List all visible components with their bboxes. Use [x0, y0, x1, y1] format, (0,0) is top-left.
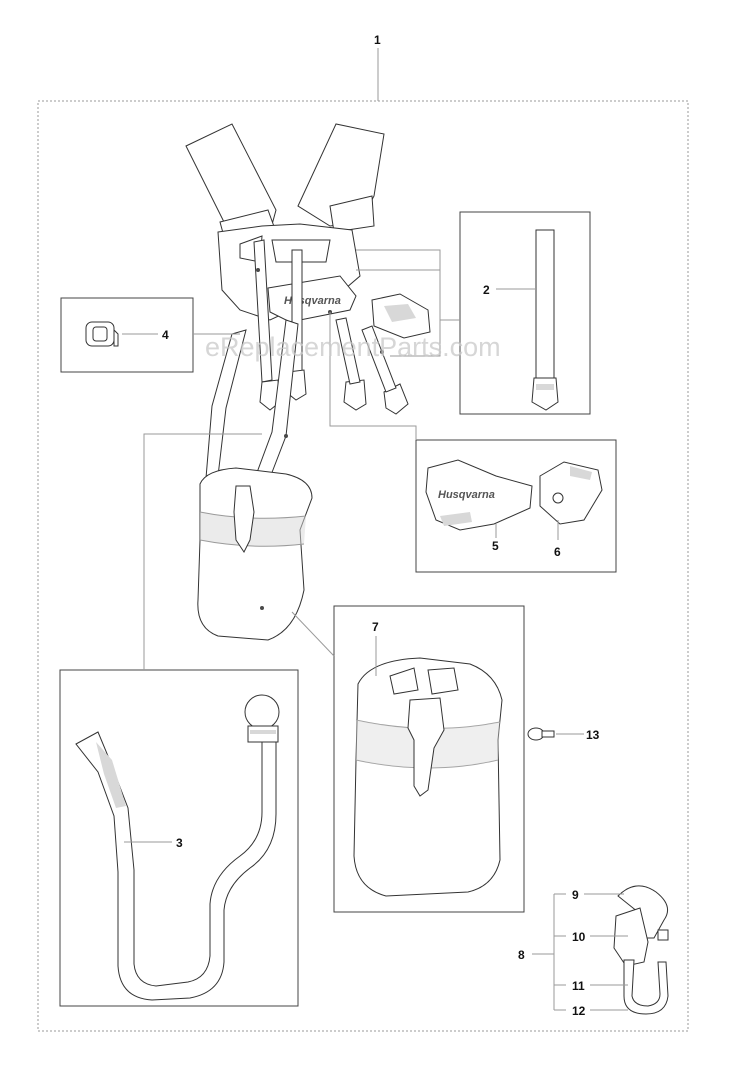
callout-9: 9	[572, 888, 579, 902]
connector-3	[143, 433, 262, 670]
harness-drawing: Husqvarna	[185, 123, 431, 491]
strap-2-drawing	[531, 229, 559, 411]
connector-2c	[390, 320, 441, 357]
pad-6-drawing	[539, 461, 603, 525]
connector-7	[291, 611, 335, 657]
callout-8: 8	[518, 948, 525, 962]
connector-5-6	[329, 312, 417, 440]
callout-7: 7	[372, 620, 379, 634]
callout-13: 13	[586, 728, 600, 742]
callout-11: 11	[572, 979, 585, 993]
pouch-drawing	[197, 467, 313, 641]
connector-2a	[356, 249, 460, 321]
callout-6: 6	[554, 545, 561, 559]
box-part-4	[60, 297, 194, 373]
pad-5-logo: Husqvarna	[438, 489, 495, 501]
buckle-drawing	[85, 321, 119, 347]
strap-3-drawing	[75, 694, 280, 1001]
callout-12: 12	[572, 1004, 586, 1018]
callout-2: 2	[483, 283, 490, 297]
box-part-2	[459, 211, 591, 415]
pad-5-drawing: Husqvarna	[425, 459, 533, 531]
assembly-frame	[37, 100, 689, 1032]
callout-5: 5	[492, 539, 499, 553]
callout-1: 1	[374, 33, 381, 47]
screw-13-drawing	[527, 727, 555, 741]
callout-3: 3	[176, 836, 183, 850]
callout-4: 4	[162, 328, 169, 342]
watermark: eReplacementParts.com	[205, 332, 501, 362]
clip-assembly-drawing	[613, 885, 669, 1015]
callout-10: 10	[572, 930, 586, 944]
pouch-7-drawing	[353, 657, 503, 897]
